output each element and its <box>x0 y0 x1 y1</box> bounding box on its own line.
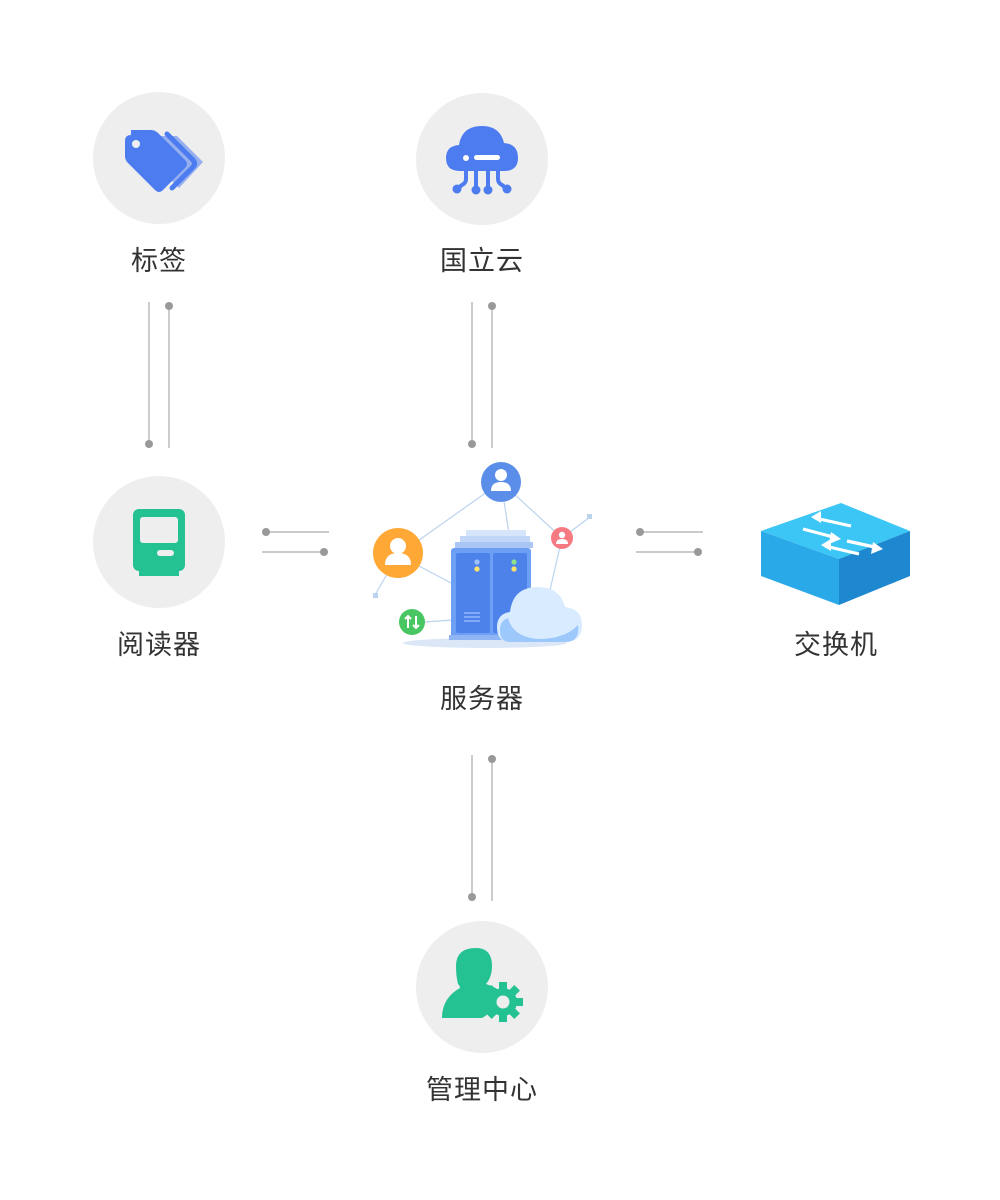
network-switch-icon <box>761 503 910 605</box>
reader-label: 阅读器 <box>117 630 201 661</box>
cloud-label: 国立云 <box>440 246 524 277</box>
cloud-network-icon <box>446 126 518 195</box>
reader-device-icon <box>133 509 185 576</box>
management-label: 管理中心 <box>426 1075 538 1106</box>
tag-label: 标签 <box>131 246 187 277</box>
switch-label: 交换机 <box>794 630 878 661</box>
server-label: 服务器 <box>440 684 524 715</box>
connector-tag-reader <box>145 302 173 448</box>
connector-reader-server <box>262 528 329 556</box>
user-settings-icon <box>442 948 523 1022</box>
management-node <box>416 921 548 1053</box>
server-cloud-icon <box>373 462 592 648</box>
tags-icon <box>125 130 203 192</box>
tag-node <box>93 92 225 224</box>
connector-server-switch <box>636 528 703 556</box>
connector-cloud-server <box>468 302 496 448</box>
reader-node <box>93 476 225 608</box>
cloud-node <box>416 93 548 225</box>
connector-server-management <box>468 755 496 901</box>
